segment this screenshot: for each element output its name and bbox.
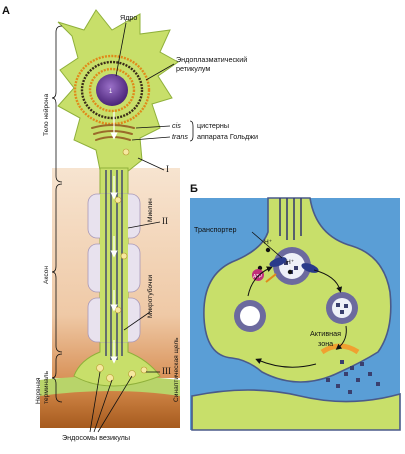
endoplasmic-reticulum	[73, 54, 151, 126]
golgi-label-line2: аппарата Гольджи	[197, 132, 258, 141]
roman-numeral-1: I	[166, 164, 169, 174]
myelin-segments	[87, 193, 141, 343]
empty-vesicle-lumen	[240, 306, 260, 326]
transporter-protein-2	[269, 257, 287, 267]
atp-arrow	[265, 273, 277, 283]
panel-b-microtubules	[279, 198, 302, 240]
nerve-terminal-bracket	[51, 353, 63, 403]
nerve-terminal-label-line1: Нервная	[35, 377, 42, 404]
er-label-line2: ретикулум	[176, 64, 210, 73]
nucleus-label: Ядро	[120, 13, 137, 22]
h-plus-label-1: H⁺	[264, 239, 273, 246]
postsynaptic-region	[40, 386, 180, 428]
active-zone-label-line2: зона	[318, 339, 333, 348]
transporter-label: Транспортер	[194, 225, 236, 234]
neuron-body-label: Тело нейрона	[42, 94, 50, 136]
active-zone-label-line1: Активная	[310, 329, 341, 338]
panel-a-letter: А	[2, 5, 10, 17]
neuron-body-bracket	[51, 25, 63, 183]
postsynaptic-membrane-b	[191, 389, 401, 431]
golgi-trans-label: trans	[172, 132, 188, 141]
nerve-terminal-label-line2: терминаль	[43, 370, 50, 404]
roman-numeral-2: II	[162, 216, 168, 226]
er-label-line1: Эндоплазматический	[176, 55, 247, 64]
atp-molecule	[252, 269, 264, 281]
atp-label: ATP	[253, 274, 263, 280]
presynaptic-terminal	[203, 197, 392, 383]
neurotransmitter-molecules	[326, 360, 380, 394]
myelin-label: Миелин	[147, 198, 154, 222]
transporter-vesicle-lumen	[279, 253, 305, 279]
axon-bracket	[51, 183, 63, 353]
nucleus	[96, 74, 128, 106]
golgi-label-line1: цистерны	[197, 121, 229, 130]
golgi-cis-label: cis	[172, 121, 181, 130]
roman-numeral-3: III	[162, 366, 171, 376]
microtubules-label: Микротубочки	[146, 275, 154, 318]
panel-b-letter: Б	[190, 183, 198, 195]
endosomes-vesicles-label: Эндосомы везикулы	[62, 433, 130, 442]
synaptic-cleft-label: Синаптическая щель	[173, 337, 180, 402]
axon-label: Аксон	[43, 266, 50, 284]
filled-vesicle-lumen	[332, 298, 352, 318]
vesicle-cycle-arrows	[247, 266, 347, 368]
h-plus-label-2: H⁺	[286, 259, 295, 266]
nucleus-number: 1	[109, 89, 113, 95]
